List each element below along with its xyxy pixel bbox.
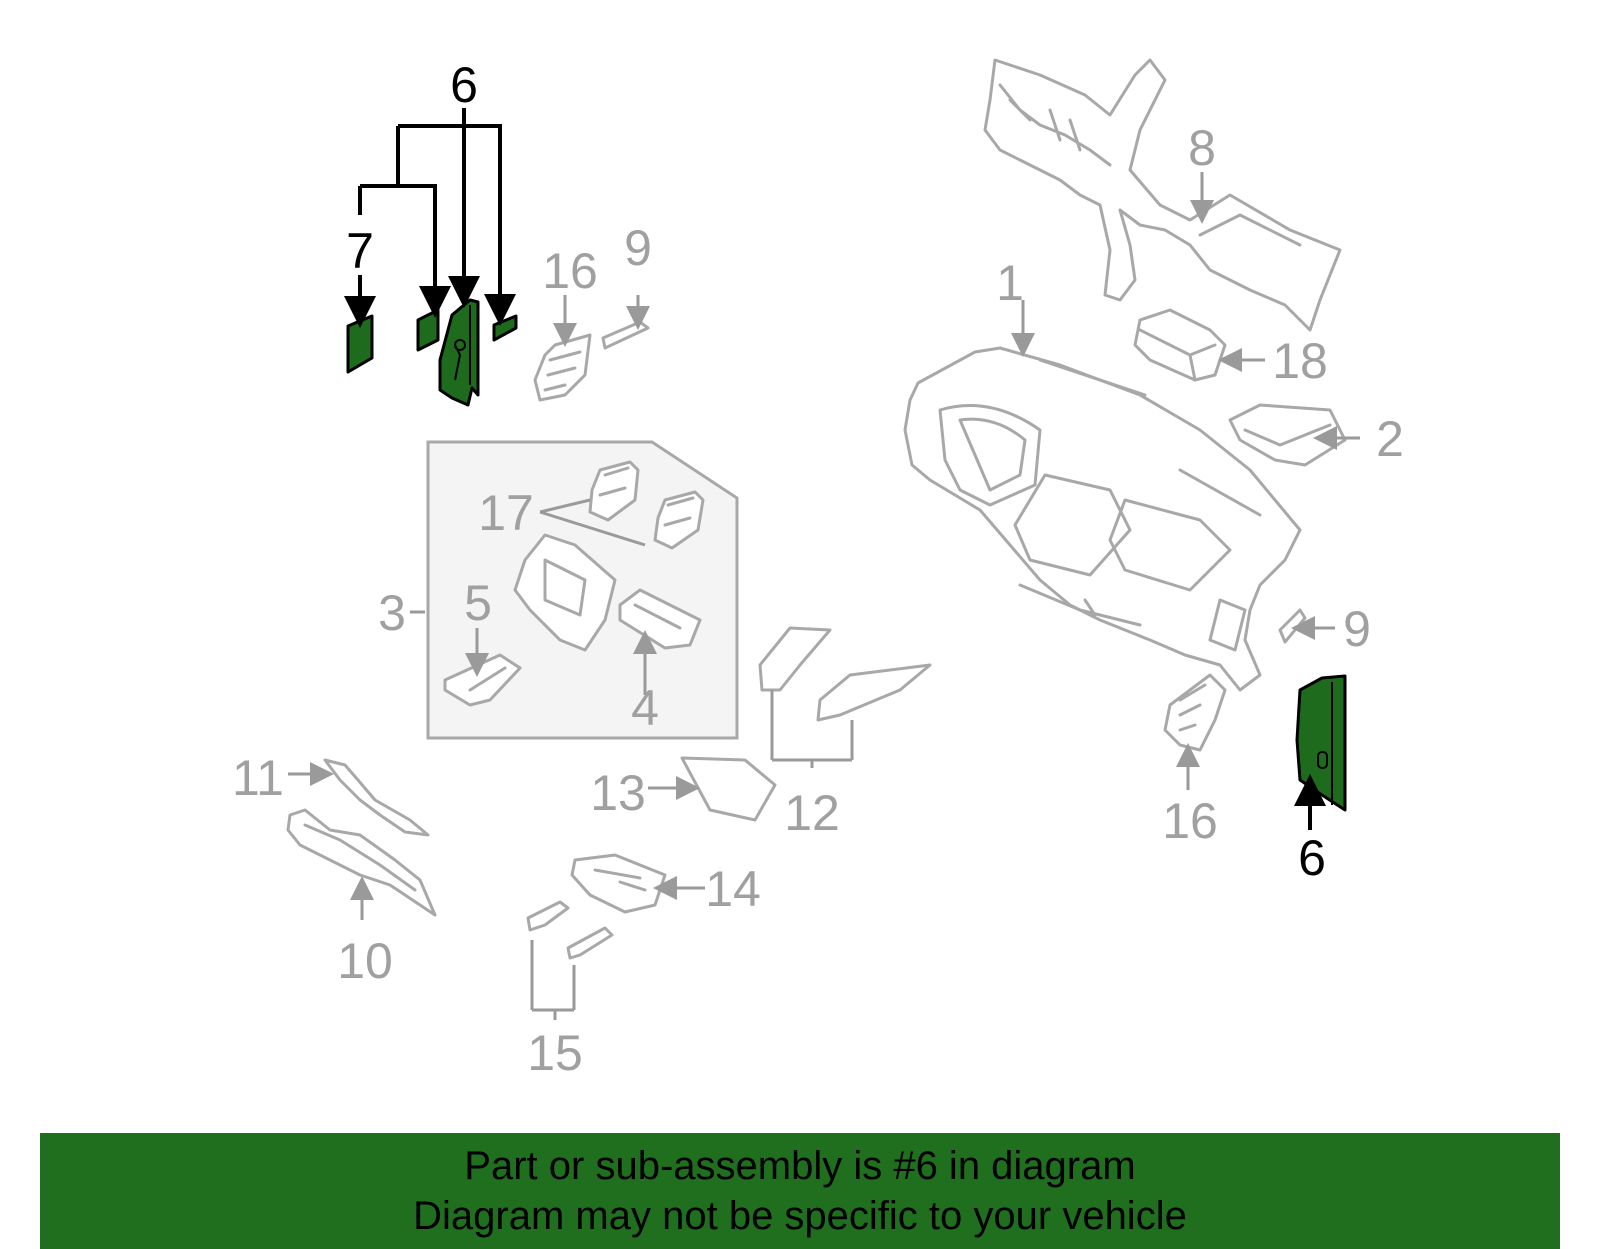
part-7-pieces-highlighted bbox=[346, 308, 518, 374]
part-2 bbox=[1228, 403, 1347, 467]
part-12-left bbox=[758, 626, 832, 692]
part-3-bezel bbox=[513, 533, 617, 652]
callout-2: 2 bbox=[1376, 411, 1404, 467]
callout-3: 3 bbox=[378, 585, 406, 641]
callout-14: 14 bbox=[705, 861, 761, 917]
part-8-crossbeam bbox=[983, 58, 1342, 332]
part-15-clip-2 bbox=[566, 926, 614, 960]
callout-9-right: 9 bbox=[1343, 601, 1371, 657]
part-17-switch-2 bbox=[653, 490, 705, 550]
part-16-top bbox=[533, 333, 592, 402]
part-10 bbox=[286, 808, 437, 917]
info-banner: Part or sub-assembly is #6 in diagram Di… bbox=[40, 1133, 1560, 1249]
leader-12 bbox=[770, 690, 854, 768]
part-13 bbox=[680, 756, 777, 822]
callout-11: 11 bbox=[232, 750, 284, 806]
part-6-right-highlighted bbox=[1295, 674, 1347, 812]
callout-17: 17 bbox=[478, 485, 534, 541]
callout-15: 15 bbox=[527, 1025, 583, 1081]
part-17-switch-1 bbox=[588, 460, 640, 522]
callout-6-bottom: 6 bbox=[1298, 830, 1326, 886]
part-6-left-highlighted bbox=[438, 298, 480, 407]
part-12-right bbox=[816, 663, 932, 722]
part-9-right bbox=[1278, 608, 1307, 644]
callout-9-top: 9 bbox=[624, 220, 652, 276]
callout-1: 1 bbox=[996, 255, 1024, 311]
part-15-clip-1 bbox=[526, 900, 570, 932]
callout-5: 5 bbox=[464, 575, 492, 631]
leader-15 bbox=[530, 940, 576, 1020]
part-4 bbox=[618, 588, 702, 650]
callout-8: 8 bbox=[1188, 120, 1216, 176]
banner-line-2: Diagram may not be specific to your vehi… bbox=[413, 1194, 1187, 1238]
part-9-top bbox=[601, 320, 650, 350]
callout-18: 18 bbox=[1272, 333, 1328, 389]
leader-17 bbox=[539, 498, 646, 547]
part-5 bbox=[443, 653, 522, 707]
banner-line-1: Part or sub-assembly is #6 in diagram bbox=[464, 1144, 1136, 1188]
part-11 bbox=[323, 758, 430, 837]
part-16-right bbox=[1163, 673, 1227, 752]
part-1-instrument-panel bbox=[903, 346, 1302, 692]
part-14 bbox=[570, 853, 667, 914]
callout-7: 7 bbox=[346, 223, 374, 279]
callout-16-right: 16 bbox=[1162, 793, 1218, 849]
callout-12: 12 bbox=[784, 785, 840, 841]
part-18 bbox=[1133, 308, 1227, 382]
callout-16-top: 16 bbox=[542, 243, 598, 299]
leader-6-7-tree bbox=[344, 108, 516, 328]
callout-10: 10 bbox=[337, 933, 393, 989]
callout-13: 13 bbox=[590, 765, 646, 821]
callout-4: 4 bbox=[631, 680, 659, 736]
callout-6-top: 6 bbox=[450, 57, 478, 113]
